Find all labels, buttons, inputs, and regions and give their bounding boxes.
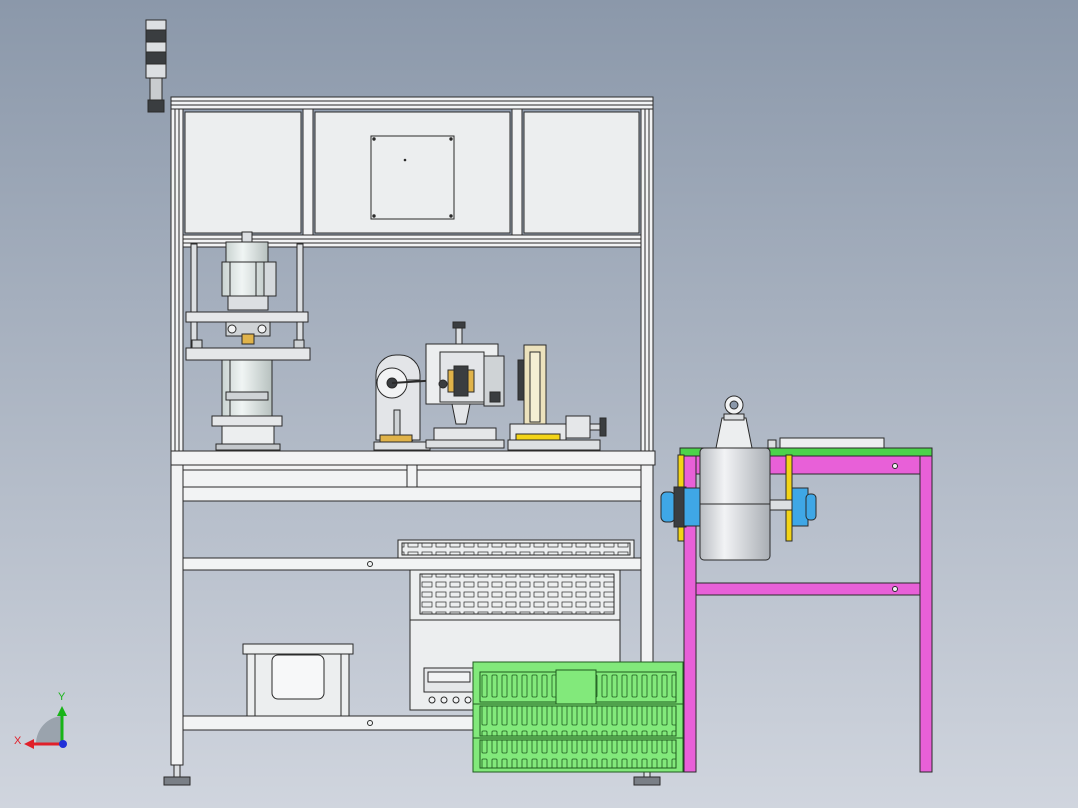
storage-box[interactable]	[242, 643, 354, 717]
side-guide[interactable]	[507, 344, 607, 451]
green-crate[interactable]	[472, 661, 684, 773]
crimp-head[interactable]	[425, 321, 505, 449]
coordinate-triad[interactable]: Y X	[14, 691, 67, 749]
wire-reel[interactable]	[660, 447, 817, 561]
lifting-eye[interactable]	[715, 395, 753, 449]
signal-tower[interactable]	[145, 19, 167, 113]
work-table[interactable]	[163, 450, 661, 786]
upper-cabinet[interactable]	[184, 111, 640, 234]
reel-stand[interactable]	[677, 437, 933, 773]
triad-arc	[35, 716, 62, 744]
feed-mechanism[interactable]	[373, 354, 441, 451]
axis-label-x: X	[14, 735, 22, 747]
press-unit[interactable]	[185, 231, 311, 451]
y-axis-arrowhead	[57, 706, 67, 716]
z-axis-dot	[59, 740, 67, 748]
axis-label-y: Y	[58, 691, 66, 703]
machine-frame[interactable]	[170, 96, 654, 453]
x-axis-arrowhead	[24, 739, 34, 749]
